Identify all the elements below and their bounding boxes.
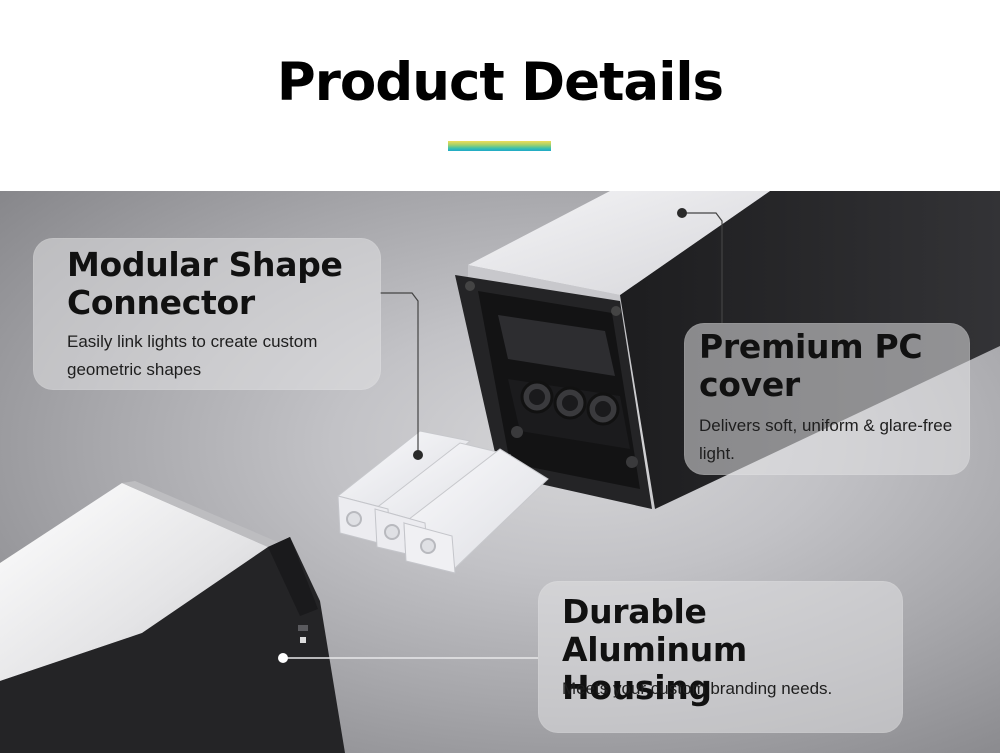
feature-title-line: Durable Aluminum	[562, 592, 748, 669]
feature-description-line: geometric shapes	[67, 360, 202, 379]
feature-description-line: Meets your custom branding needs.	[562, 679, 833, 698]
feature-title-line: cover	[699, 365, 800, 404]
feature-description-line: Easily link lights to create custom	[67, 332, 318, 351]
connector-marker-dot	[413, 450, 423, 460]
feature-description-aluminum-housing: Meets your custom branding needs.	[562, 675, 892, 703]
leader-lines	[283, 212, 723, 659]
feature-callout-modular-connector: Modular Shape Connector Easily link ligh…	[33, 238, 381, 390]
feature-title-aluminum-housing: Durable Aluminum Housing	[562, 593, 900, 707]
page-header: Product Details	[0, 0, 1000, 191]
page-title: Product Details	[276, 52, 724, 113]
feature-callout-aluminum-housing: Durable Aluminum Housing Meets your cust…	[538, 581, 903, 733]
feature-title-line: Premium PC	[699, 327, 923, 366]
cover-marker-dot	[677, 208, 687, 218]
feature-description-modular-connector: Easily link lights to create custom geom…	[67, 328, 373, 384]
product-scene: Modular Shape Connector Easily link ligh…	[0, 191, 1000, 753]
feature-description-pc-cover: Delivers soft, uniform & glare-free ligh…	[699, 412, 969, 468]
feature-title-line: Connector	[67, 283, 255, 322]
left-profile	[0, 481, 345, 753]
feature-title-pc-cover: Premium PC cover	[699, 328, 964, 404]
housing-marker-dot	[278, 653, 288, 663]
feature-title-line: Housing	[562, 668, 712, 707]
feature-title-line: Modular Shape	[67, 245, 343, 284]
feature-description-line: light.	[699, 444, 735, 463]
feature-description-line: Delivers soft, uniform & glare-free	[699, 416, 953, 435]
title-accent-bar	[448, 141, 551, 151]
shape-connector	[336, 430, 549, 574]
product-illustration	[0, 191, 1000, 753]
feature-callout-pc-cover: Premium PC cover Delivers soft, uniform …	[684, 323, 970, 475]
feature-title-modular-connector: Modular Shape Connector	[67, 246, 377, 322]
